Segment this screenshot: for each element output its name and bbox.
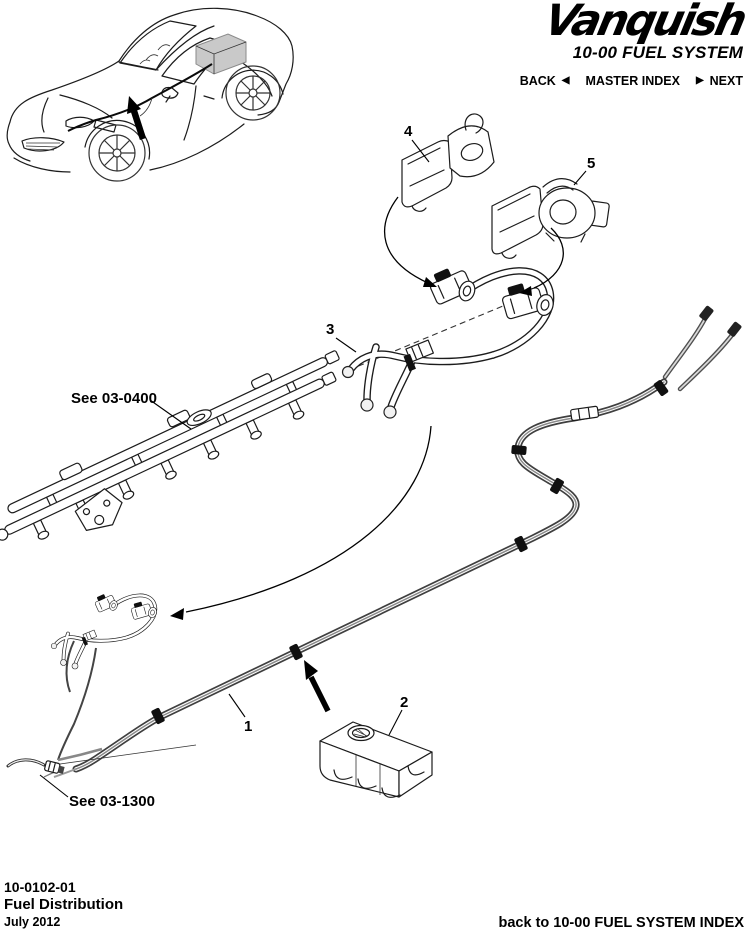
reference-fuel-rail: See 03-0400 (71, 390, 192, 430)
svg-text:2: 2 (400, 694, 408, 711)
svg-text:3: 3 (326, 321, 334, 338)
next-link[interactable]: ▶ NEXT (696, 74, 743, 88)
callout-3: 3 (326, 321, 357, 353)
fuel-tank (195, 33, 247, 75)
svg-text:1: 1 (244, 718, 252, 735)
back-arrow-icon: ◀ (561, 75, 570, 86)
vanquish-logo: Vanquish (539, 0, 747, 46)
next-arrow-icon: ▶ (695, 75, 704, 86)
installed-hose-assembly (49, 589, 197, 765)
callout-5: 5 (573, 155, 595, 186)
hose-assembly-part-3 (343, 262, 556, 418)
pipe-clip-part-2 (319, 721, 433, 798)
master-index-label: MASTER INDEX (585, 74, 680, 88)
section-title: 10-00 FUEL SYSTEM (572, 43, 743, 62)
reference-label: See 03-0400 (71, 390, 157, 407)
car-body-outline (9, 7, 294, 123)
install-arrow-left (384, 196, 437, 287)
page-footer-info: 10-0102-01 Fuel Distribution July 2012 (4, 879, 123, 930)
grille (21, 137, 65, 152)
callout-2: 2 (388, 694, 408, 736)
routing-arrow (170, 425, 432, 620)
windshield (119, 20, 197, 71)
back-link[interactable]: BACK ◀ (520, 74, 570, 88)
install-arrow-right (519, 227, 564, 296)
fuel-rail-assembly (0, 350, 340, 541)
header-nav: BACK ◀ MASTER INDEX ▶ NEXT (520, 74, 743, 88)
front-wheel (88, 124, 146, 182)
location-arrow (127, 96, 147, 140)
clip-cover-part-5 (491, 178, 610, 259)
svg-text:4: 4 (404, 123, 413, 140)
page-header: Vanquish 10-00 FUEL SYSTEM BACK ◀ MASTER… (520, 0, 747, 88)
clip-position-arrow (304, 660, 331, 713)
fuel-distribution-diagram: See 03-0400 (0, 113, 742, 810)
fuel-system-index-link[interactable]: back to 10-00 FUEL SYSTEM INDEX (498, 915, 745, 931)
doc-date: July 2012 (4, 915, 61, 929)
rear-wheel (225, 65, 281, 121)
svg-text:5: 5 (587, 155, 595, 172)
master-index-link[interactable]: MASTER INDEX (586, 74, 680, 88)
doc-number: 10-0102-01 (4, 879, 76, 895)
reference-fuel-hose: See 03-1300 (6, 758, 155, 810)
callout-1: 1 (228, 693, 252, 735)
doc-title: Fuel Distribution (4, 896, 124, 913)
fender-vent (93, 119, 117, 133)
fuel-line-route (67, 63, 213, 132)
main-fuel-lines-part-1 (43, 305, 742, 778)
car-location-illustration (6, 7, 294, 182)
clip-cover-part-4 (401, 113, 495, 212)
next-link-label: NEXT (709, 74, 743, 88)
callout-4: 4 (404, 123, 430, 163)
back-link-label: BACK (519, 74, 556, 88)
reference-label: See 03-1300 (69, 793, 155, 810)
